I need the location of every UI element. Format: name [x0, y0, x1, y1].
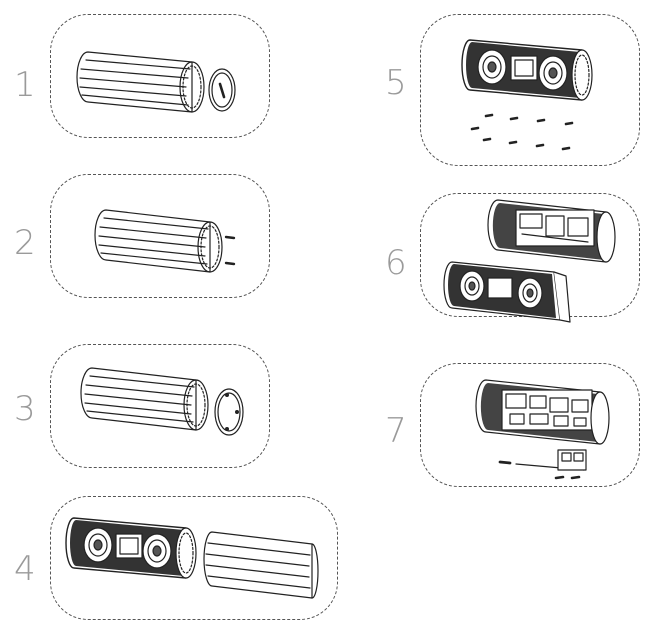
step-1-illustration	[77, 52, 235, 112]
step-7-illustration	[476, 380, 609, 478]
step-5-illustration	[462, 40, 592, 149]
step-3-illustration	[81, 368, 243, 435]
step-2-illustration	[95, 210, 234, 272]
step-6-illustration	[444, 200, 615, 322]
step-4-illustration	[66, 518, 318, 598]
